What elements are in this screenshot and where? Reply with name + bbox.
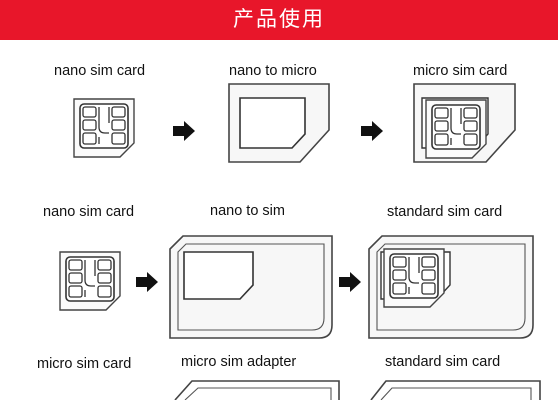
row1-micro-adapter-icon [228,83,330,163]
row1-label-micro-sim: micro sim card [413,63,508,79]
row3-label-standard-sim: standard sim card [385,354,501,370]
row2-label-nano-to-sim: nano to sim [210,203,285,219]
row3-standard-sim-icon [370,380,541,400]
row2-label-standard-sim: standard sim card [387,204,503,220]
row3-label-micro-adapter: micro sim adapter [181,354,297,370]
row1-micro-sim-icon [413,83,516,163]
row2-label-nano-sim: nano sim card [43,204,135,220]
row1-arrow-icon [173,121,195,141]
row2-standard-sim-icon [368,235,534,339]
row2-standard-adapter-icon [169,235,333,339]
row3-label-micro-sim: micro sim card [37,356,132,372]
row2-nano-sim-icon [59,251,121,311]
row1-label-nano-to-micro: nano to micro [229,63,317,79]
header-title: 产品使用 [233,7,325,31]
row2-arrow-icon [136,272,158,292]
row3-micro-adapter-icon [174,380,340,400]
row2-arrow-icon-2 [339,272,361,292]
row1-label-nano-sim: nano sim card [54,63,146,79]
row1-nano-sim-icon [73,98,135,158]
header-banner [0,0,558,40]
row1-arrow-icon-2 [361,121,383,141]
